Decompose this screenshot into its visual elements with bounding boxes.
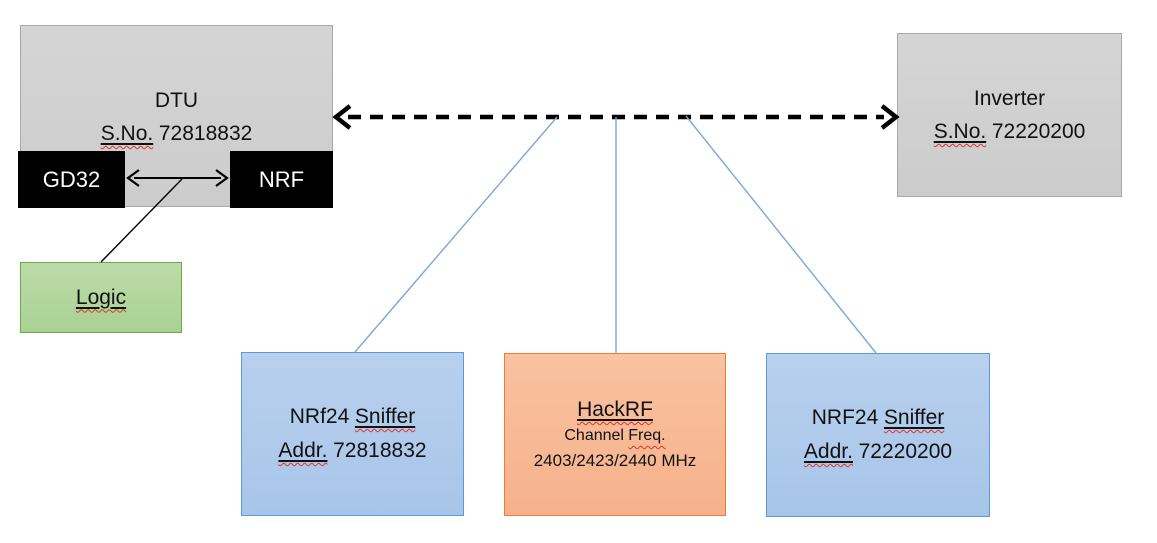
sniffer-right-addr: Addr.72220200 [804, 435, 952, 469]
sniffer-left-addr-label: Addr. [278, 439, 328, 462]
nrf-chip: NRF [230, 151, 333, 208]
gd32-chip: GD32 [18, 151, 125, 208]
sniffer-right-connector [685, 115, 877, 354]
sniffer-left-name-prefix: NRf24 [289, 405, 350, 428]
arrowhead-left-icon [332, 104, 352, 130]
sniffer-left-addr-value: 72818832 [333, 439, 427, 462]
sniffer-right-addr-label: Addr. [803, 440, 853, 463]
inverter-serial-value: 72220200 [991, 120, 1086, 143]
logic-label: Logic [75, 285, 127, 309]
sniffer-right-addr-value: 72220200 [858, 440, 953, 463]
hackrf-title: HackRF [577, 398, 653, 421]
dtu-inverter-dashed-link [332, 104, 900, 130]
hackrf-channel-word: Freq. [628, 427, 666, 444]
sniffer-right-name-word: Sniffer [883, 406, 945, 429]
nrf-label: NRF [258, 166, 305, 192]
sniffer-right-name-prefix: NRF24 [811, 406, 879, 429]
inverter-serial: S.No.72220200 [934, 115, 1086, 148]
dtu-serial: S.No.72818832 [101, 117, 253, 150]
inverter-box: Inverter S.No.72220200 [897, 33, 1122, 197]
logic-box: Logic [20, 262, 182, 333]
inverter-serial-label: S.No. [933, 120, 987, 143]
inverter-title: Inverter [973, 87, 1046, 110]
arrowhead-right-icon [880, 104, 900, 130]
dtu-title: DTU [154, 89, 199, 112]
hackrf-channel-prefix: Channel [564, 427, 624, 444]
gd32-label: GD32 [42, 166, 101, 192]
sniffer-left-name-word: Sniffer [354, 405, 416, 428]
sniffer-left-connector [354, 116, 558, 353]
hackrf-frequencies: 2403/2423/2440 MHz [533, 451, 697, 470]
dtu-serial-value: 72818832 [158, 122, 253, 145]
dtu-serial-label: S.No. [100, 122, 154, 145]
sniffer-left-addr: Addr.72818832 [278, 434, 426, 468]
